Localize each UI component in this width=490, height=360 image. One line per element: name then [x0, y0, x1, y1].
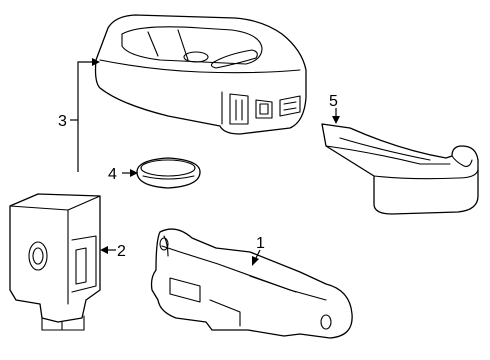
- emergency-key-part: [321, 123, 479, 215]
- callout-3: 3: [58, 113, 67, 130]
- battery-part: [136, 157, 201, 189]
- callout-2: 2: [117, 243, 126, 260]
- callout-4: 4: [108, 166, 117, 183]
- leader-lines: [70, 58, 340, 266]
- callout-1: 1: [256, 235, 265, 252]
- key-fob-part: [94, 14, 307, 135]
- connector-part: [9, 193, 101, 331]
- module-part: [150, 228, 353, 339]
- callout-5: 5: [329, 93, 338, 110]
